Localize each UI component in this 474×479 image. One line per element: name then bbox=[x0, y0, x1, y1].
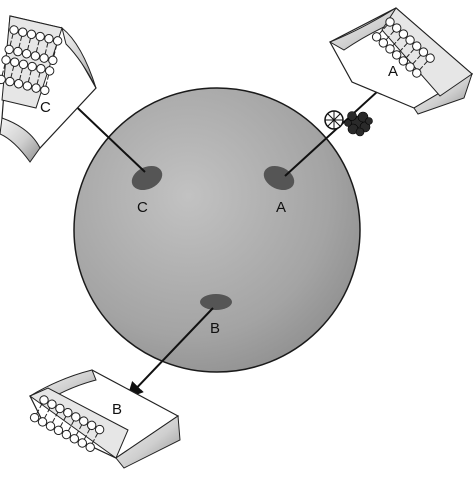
membrane-a: A bbox=[328, 7, 474, 115]
membrane-b: B bbox=[28, 369, 181, 469]
patch-c-label: C bbox=[137, 199, 148, 216]
aggregate-particle-icon bbox=[344, 111, 373, 137]
spoked-wheel-icon bbox=[324, 110, 344, 130]
patch-a bbox=[263, 165, 295, 191]
patch-a-label: A bbox=[276, 199, 286, 216]
membrane-b-label: B bbox=[112, 401, 122, 418]
patch-b bbox=[200, 294, 232, 310]
membrane-c-label: C bbox=[40, 99, 51, 116]
arrow-b bbox=[126, 307, 214, 399]
membrane-a-label: A bbox=[388, 63, 398, 80]
patch-b-label: B bbox=[210, 320, 220, 337]
patch-c bbox=[131, 165, 163, 191]
membrane-c: C bbox=[0, 15, 97, 163]
cell-body bbox=[73, 87, 361, 373]
